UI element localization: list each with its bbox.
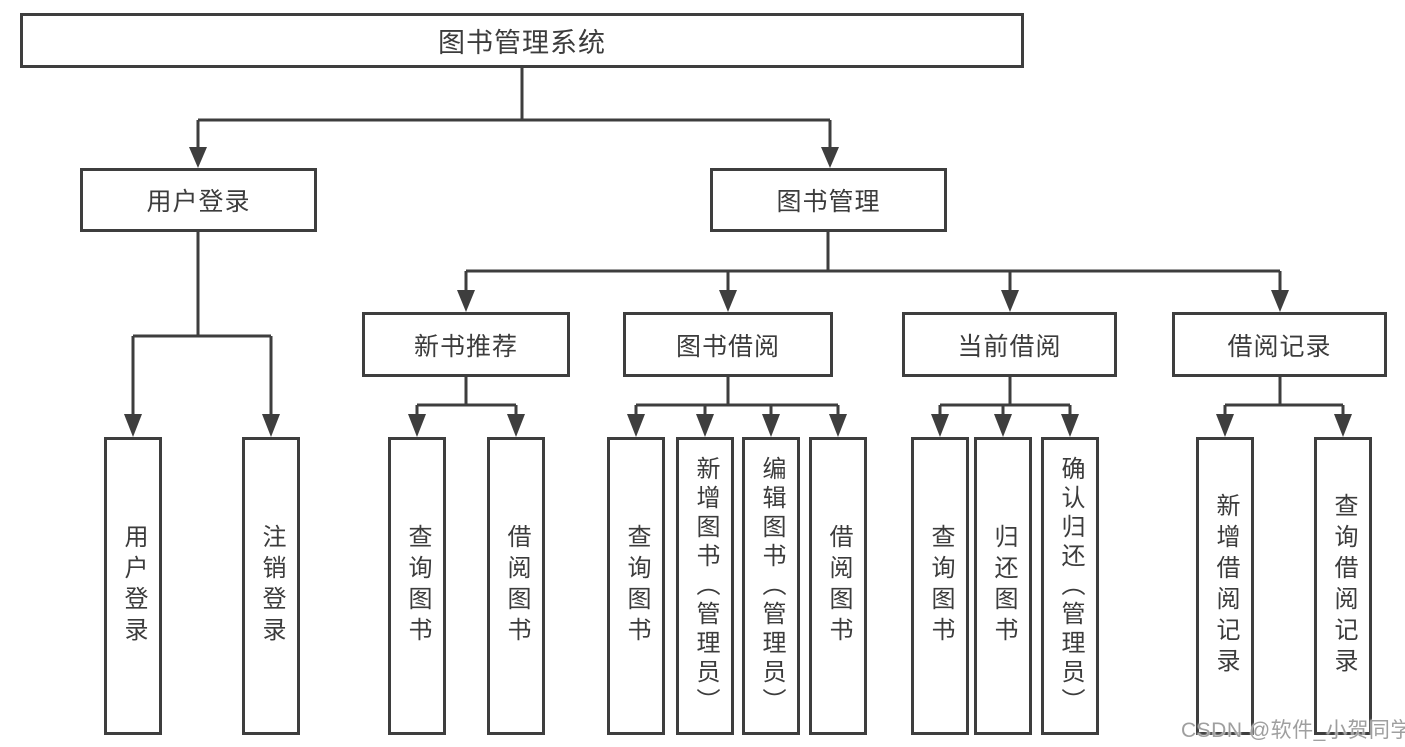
arrow-down-icon: [627, 414, 645, 437]
node-label: 借阅图书: [825, 524, 852, 648]
leaf-query-books-1: 查询图书: [388, 437, 446, 735]
leaf-query-books-2: 查询图书: [607, 437, 665, 735]
leaf-add-books-admin: 新增图书（管理员）: [676, 437, 734, 735]
arrow-down-icon: [1061, 414, 1079, 437]
connector-recommend-to-leaves: [415, 377, 518, 417]
node-label: 新增图书（管理员）: [692, 455, 719, 717]
arrow-down-icon: [719, 290, 737, 312]
node-label: 图书借阅: [675, 332, 780, 361]
leaf-edit-books-admin: 编辑图书（管理员）: [742, 437, 800, 735]
node-label: 借阅图书: [503, 524, 530, 648]
node-user-login: 用户登录: [80, 168, 317, 232]
connector-root-to-level2: [196, 68, 832, 150]
leaf-confirm-return-admin: 确认归还（管理员）: [1041, 437, 1099, 735]
node-library-management-system: 图书管理系统: [20, 13, 1024, 68]
connector-borrowing-to-leaves: [634, 377, 840, 417]
arrow-down-icon: [1001, 290, 1019, 312]
node-label: 图书管理系统: [438, 28, 606, 58]
leaf-logout-login: 注销登录: [242, 437, 300, 735]
leaf-return-books: 归还图书: [974, 437, 1032, 735]
arrow-down-icon: [1334, 414, 1352, 437]
arrow-down-icon: [1216, 414, 1234, 437]
node-label: 新书推荐: [413, 332, 518, 361]
arrow-down-icon: [457, 290, 475, 312]
node-label: 用户登录: [146, 188, 251, 216]
node-label: 编辑图书（管理员）: [758, 455, 785, 717]
node-label: 用户登录: [120, 524, 147, 648]
leaf-query-borrow-record: 查询借阅记录: [1314, 437, 1372, 735]
arrow-down-icon: [1271, 290, 1289, 312]
node-label: 查询图书: [404, 524, 431, 648]
arrow-down-icon: [821, 147, 839, 168]
leaf-add-borrow-record: 新增借阅记录: [1196, 437, 1254, 735]
node-label: 当前借阅: [957, 332, 1062, 361]
arrow-down-icon: [262, 414, 280, 437]
arrow-down-icon: [696, 414, 714, 437]
node-new-book-recommend: 新书推荐: [362, 312, 570, 377]
leaf-query-books-3: 查询图书: [911, 437, 969, 735]
connector-current-to-leaves: [938, 377, 1072, 417]
leaf-borrow-books-1: 借阅图书: [487, 437, 545, 735]
arrow-down-icon: [507, 414, 525, 437]
connector-bookmgmt-to-level3: [464, 232, 1282, 293]
node-current-borrowing: 当前借阅: [902, 312, 1117, 377]
node-book-management: 图书管理: [710, 168, 947, 232]
node-label: 注销登录: [258, 524, 285, 648]
arrow-down-icon: [124, 414, 142, 437]
arrow-down-icon: [408, 414, 426, 437]
node-label: 查询图书: [927, 524, 954, 648]
node-borrowing-records: 借阅记录: [1172, 312, 1387, 377]
node-label: 图书管理: [776, 188, 881, 216]
arrow-down-icon: [931, 414, 949, 437]
leaf-user-login: 用户登录: [104, 437, 162, 735]
node-label: 借阅记录: [1227, 332, 1332, 361]
arrow-down-icon: [994, 414, 1012, 437]
node-book-borrowing: 图书借阅: [623, 312, 833, 377]
node-label: 归还图书: [990, 524, 1017, 648]
arrowhead-icons: [124, 147, 1352, 437]
node-label: 查询图书: [623, 524, 650, 648]
connector-userlogin-to-leaves: [131, 232, 273, 417]
arrow-down-icon: [829, 414, 847, 437]
node-label: 新增借阅记录: [1212, 493, 1239, 679]
arrow-down-icon: [762, 414, 780, 437]
connector-records-to-leaves: [1223, 377, 1345, 417]
node-label: 查询借阅记录: [1330, 493, 1357, 679]
node-label: 确认归还（管理员）: [1057, 455, 1084, 717]
csdn-watermark: CSDN @软件_小贺同学: [1181, 719, 1405, 742]
arrow-down-icon: [189, 147, 207, 168]
leaf-borrow-books-2: 借阅图书: [809, 437, 867, 735]
